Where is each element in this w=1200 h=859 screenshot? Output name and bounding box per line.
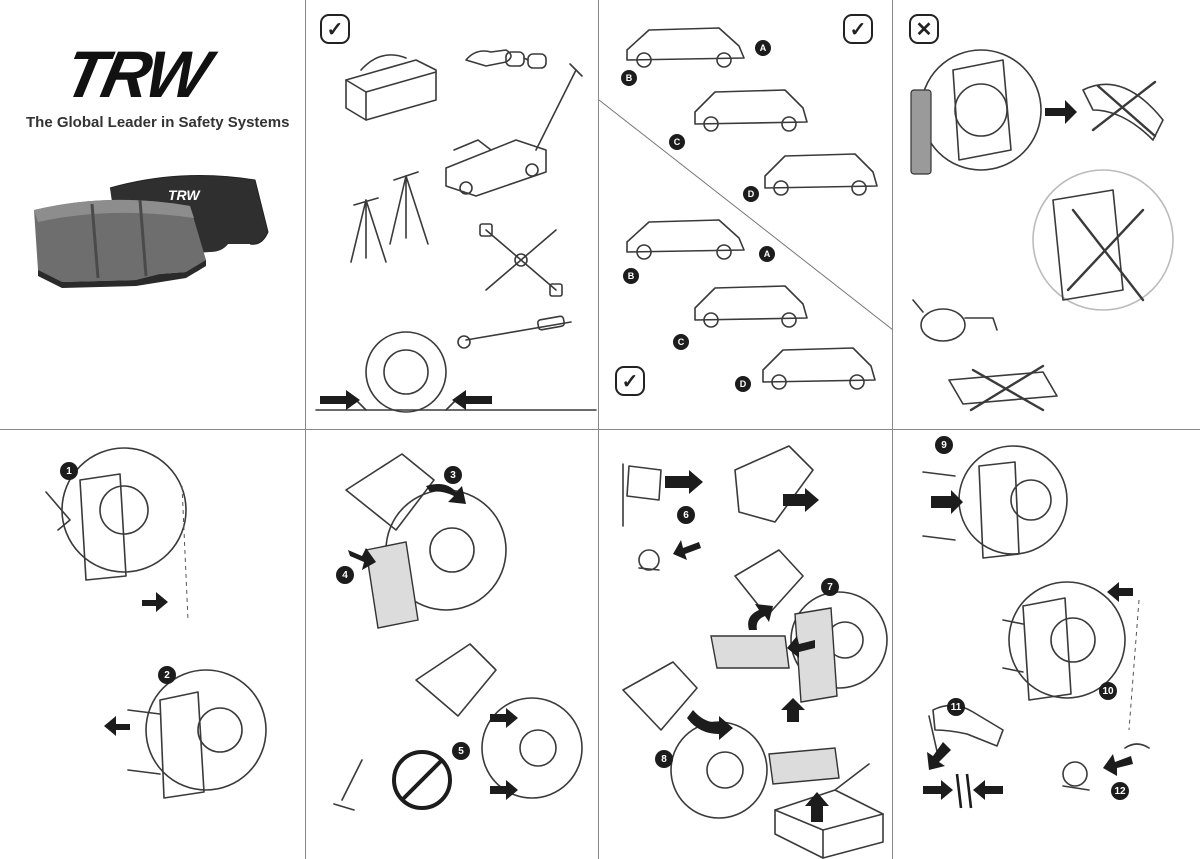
piston-and-pad-fitting-illustration	[622, 445, 888, 859]
brake-pads-illustration	[34, 175, 269, 288]
car-lifting-illustration	[599, 27, 892, 390]
step-number-12: 12	[1111, 782, 1129, 800]
step-number-8: 8	[655, 750, 673, 768]
warnings-illustration	[910, 49, 1174, 412]
car-icon	[626, 27, 745, 68]
step-number-6: 6	[677, 506, 695, 524]
car-icon	[694, 89, 808, 132]
disc-caliper-icon	[345, 453, 507, 611]
no-air-gun-icon	[392, 750, 452, 810]
panel-steps-3-5: 3 4 5	[306, 430, 599, 859]
car-icon	[764, 153, 878, 196]
tools-illustration	[315, 49, 597, 413]
car-label-a: A	[759, 246, 775, 262]
bleed-screw-icon	[638, 549, 660, 571]
car-label-d: D	[735, 376, 751, 392]
step-number-3: 3	[444, 466, 462, 484]
parts-box-icon	[774, 763, 884, 859]
disc-caliper-icon	[1002, 581, 1126, 701]
bleed-screw-icon	[1062, 761, 1090, 791]
car-label-a: A	[755, 40, 771, 56]
pad-grease-warning-icon	[948, 364, 1058, 412]
step-number-10: 10	[1099, 682, 1117, 700]
disc-caliper-icon	[127, 669, 267, 799]
panel-brand: TRW The Global Leader in Safety Systems …	[0, 0, 306, 430]
caliper-icon	[734, 445, 814, 523]
brand-tagline: The Global Leader in Safety Systems	[26, 114, 290, 131]
panel-tools: ✓	[306, 0, 599, 430]
car-label-d: D	[743, 186, 759, 202]
check-badge-top: ✓	[843, 14, 873, 44]
check-badge: ✓	[320, 14, 350, 44]
panel-steps-6-8: 6 7 8	[599, 430, 893, 859]
reassembly-illustration	[922, 445, 1150, 809]
floor-jack-icon	[445, 63, 583, 197]
check-badge-bottom: ✓	[615, 366, 645, 396]
cross-badge: ✕	[909, 14, 939, 44]
car-icon	[694, 285, 808, 328]
panel-car-lifting: ✓ ✓	[599, 0, 893, 430]
step-number-2: 2	[158, 666, 176, 684]
axle-stands-icon	[350, 171, 429, 263]
step-number-7: 7	[821, 578, 839, 596]
eye-icon	[1124, 743, 1150, 749]
car-label-c: C	[669, 134, 685, 150]
compressed-air-warning-icon	[1032, 169, 1174, 311]
disc-caliper-icon	[920, 49, 1042, 171]
car-label-c: C	[673, 334, 689, 350]
wheel-brace-icon	[479, 223, 563, 297]
caliper-removal-illustration	[45, 447, 267, 799]
oil-can-icon	[912, 299, 998, 342]
disc-caliper-icon	[415, 643, 583, 799]
disc-caliper-icon	[45, 447, 187, 581]
step-number-5: 5	[452, 742, 470, 760]
car-icon	[626, 219, 745, 260]
pad-logo: TRW	[168, 187, 200, 203]
car-label-b: B	[623, 268, 639, 284]
torque-wrench-icon	[457, 315, 572, 349]
step-number-9: 9	[935, 436, 953, 454]
brush-icon	[333, 759, 363, 811]
hand-warning-icon	[1082, 80, 1164, 141]
car-icon	[762, 347, 876, 390]
panel-warnings: ✕	[893, 0, 1200, 430]
car-label-b: B	[621, 70, 637, 86]
pad-removal-illustration	[333, 453, 583, 811]
step-number-4: 4	[336, 566, 354, 584]
toolbox-icon	[345, 54, 437, 121]
panel-steps-1-2: 1 2	[0, 430, 306, 859]
step-number-11: 11	[947, 698, 965, 716]
panel-steps-9-12: 9 10 11 12	[893, 430, 1200, 859]
step-number-1: 1	[60, 462, 78, 480]
piston-tool-icon	[622, 463, 662, 527]
disc-caliper-icon	[622, 661, 768, 819]
wheel-chock-icon	[315, 331, 597, 413]
gloves-glasses-icon	[465, 49, 547, 69]
